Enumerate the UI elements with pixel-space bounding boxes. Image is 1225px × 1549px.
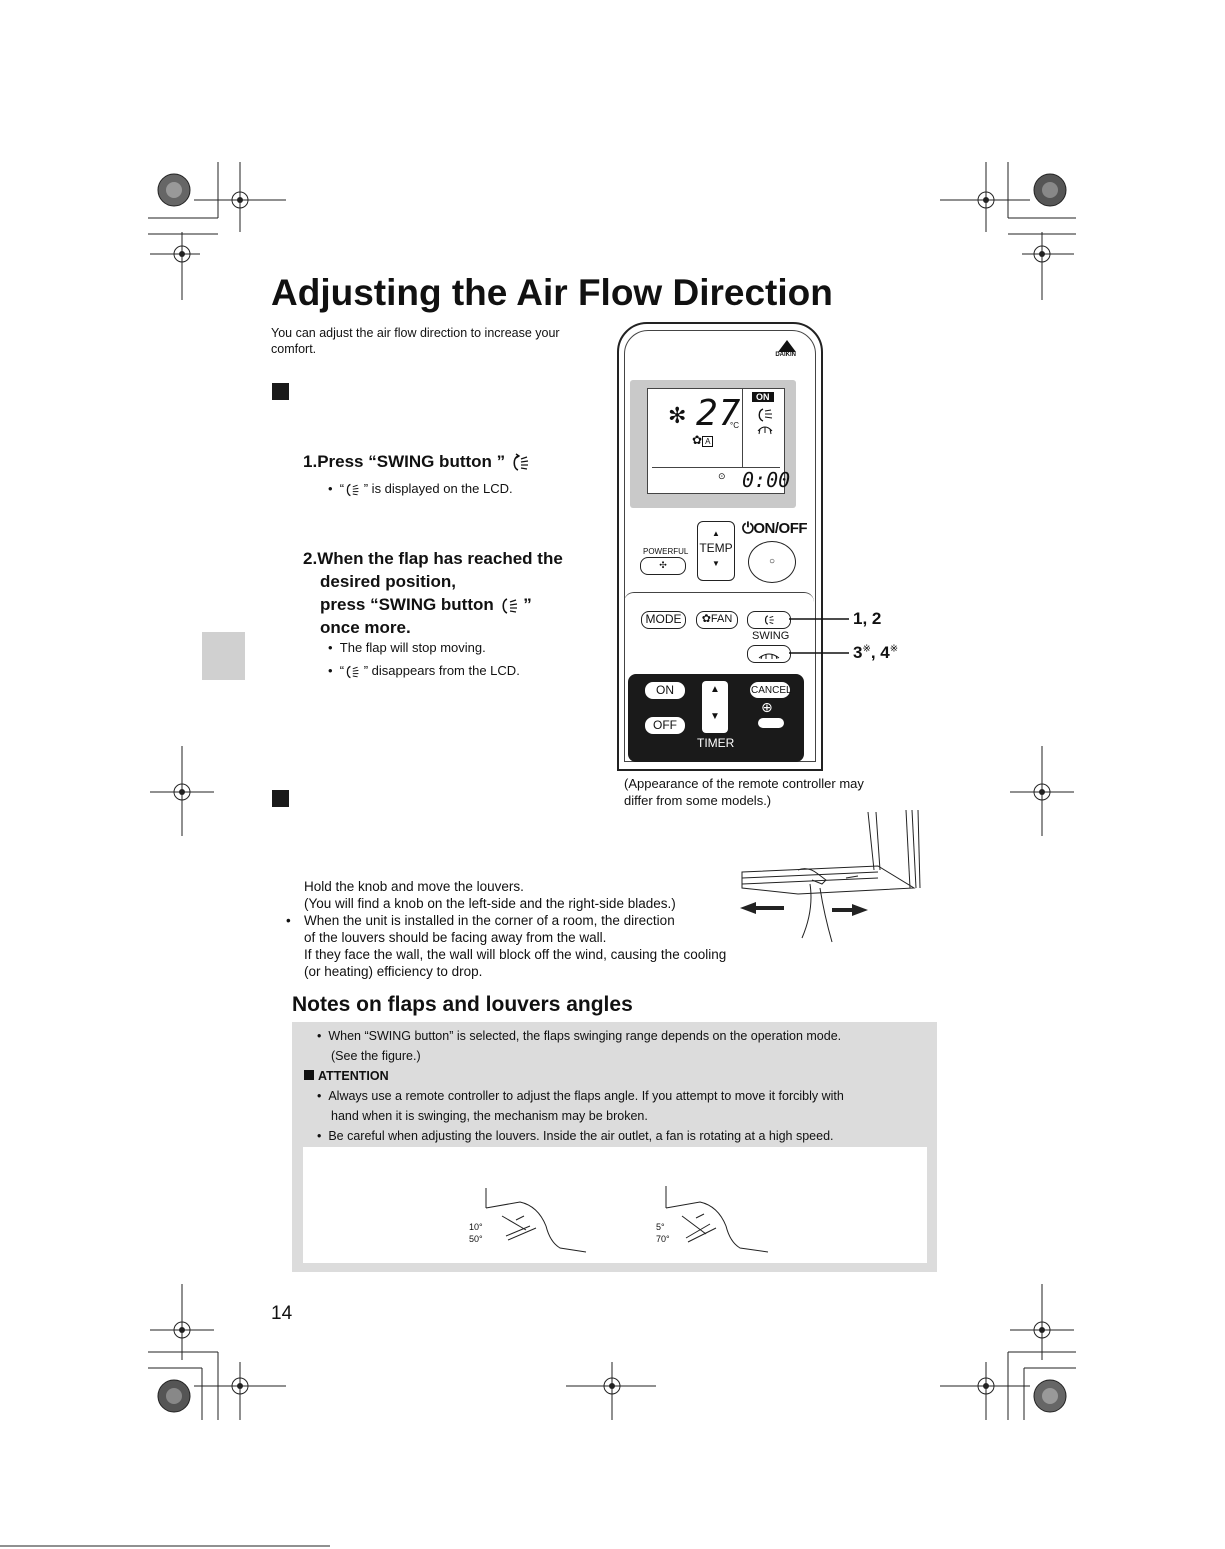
timer-set-button[interactable]: [758, 718, 784, 728]
chapter-tab: [202, 632, 245, 680]
step-1-bullet: • “ ” is displayed on the LCD.: [328, 481, 513, 496]
attention-marker: [304, 1070, 314, 1080]
swing-button[interactable]: [747, 611, 791, 629]
clock-icon: ⊕: [761, 699, 773, 715]
callout-lines: [789, 618, 849, 654]
brand-logo: DAIKIN: [760, 340, 796, 359]
fan-button[interactable]: ✿FAN: [696, 611, 738, 629]
page-number: 14: [271, 1303, 293, 1324]
temp-up-icon[interactable]: ▲: [712, 529, 720, 538]
flap-figure-2-bottom-angle: 70°: [656, 1234, 670, 1244]
callout-steps-3-4: 3※, 4※: [853, 643, 899, 662]
flap-angle-figure-1: [485, 1188, 587, 1253]
timer-on-button[interactable]: ON: [645, 682, 685, 699]
lcd-temperature: 27: [696, 393, 742, 434]
powerful-button[interactable]: ✣: [640, 557, 686, 575]
notes-text: • When “SWING button” is selected, the f…: [304, 1026, 927, 1146]
step-2-bullet-1: • The flap will stop moving.: [328, 640, 486, 655]
step-2-bullet-2: • “ ” disappears from the LCD.: [328, 663, 520, 678]
onoff-button[interactable]: ○: [748, 541, 796, 583]
louvers-instructions: Hold the knob and move the louvers. (You…: [286, 879, 727, 979]
swing-icon: [346, 483, 359, 496]
powerful-label: POWERFUL: [643, 547, 689, 556]
timer-up-icon[interactable]: ▲: [710, 684, 720, 695]
swing-label: SWING: [752, 630, 790, 642]
swing-icon: [501, 597, 517, 614]
mode-button[interactable]: MODE: [641, 611, 686, 629]
onoff-label: ⏻ON/OFF: [742, 520, 808, 537]
louver-swing-icon: [758, 653, 780, 660]
timer-label: TIMER: [697, 736, 735, 750]
timer-adjust-button[interactable]: ▲ ▼: [702, 681, 728, 733]
temp-down-icon[interactable]: ▼: [712, 559, 720, 568]
intro-text: You can adjust the air flow direction to…: [271, 326, 560, 356]
snowflake-icon: ✻: [668, 403, 687, 428]
notes-title: Notes on flaps and louvers angles: [292, 993, 633, 1016]
flap-figure-2-top-angle: 5°: [656, 1222, 665, 1232]
louver-adjust-illustration: [740, 810, 921, 943]
temp-button[interactable]: ▲ TEMP ▼: [697, 521, 735, 581]
step-2-title: 2.When the flap has reached the desired …: [303, 549, 563, 637]
timer-small-icon: ⊙: [718, 471, 726, 481]
swing-icon: [513, 452, 528, 471]
remote-controller: [617, 322, 823, 771]
louver-swing-button[interactable]: [747, 645, 791, 663]
remote-caption: (Appearance of the remote controller may…: [624, 776, 864, 808]
step-1-number: 1.: [303, 452, 318, 471]
flap-figure-1-bottom-angle: 50°: [469, 1234, 483, 1244]
flap-angle-figures: [303, 1147, 927, 1263]
daikin-logo-icon: [778, 340, 796, 352]
page-title: Adjusting the Air Flow Direction: [271, 272, 833, 313]
step-1-title: 1.Press “SWING button ”: [303, 450, 530, 473]
swing-icon: [764, 615, 774, 625]
lcd-time: 0:00: [742, 468, 791, 492]
section-marker-louvers: [272, 790, 289, 807]
lcd-unit: °C: [730, 421, 739, 430]
step-2-number: 2.: [303, 549, 318, 568]
remote-lower-panel: [624, 592, 814, 675]
section-marker-flaps: [272, 383, 289, 400]
flap-figure-1-top-angle: 10°: [469, 1222, 483, 1232]
lcd-on-indicator: ON: [752, 392, 774, 402]
flap-angle-figure-2: [665, 1186, 769, 1253]
timer-off-button[interactable]: OFF: [645, 717, 685, 734]
lcd-swing-icon: [756, 407, 774, 442]
step-1-text: Press “SWING button ”: [317, 452, 506, 471]
cancel-button[interactable]: CANCEL: [750, 682, 792, 698]
lcd-display: ON ✻ 27 °C ✿A ⊙ 0:00: [647, 388, 790, 494]
timer-down-icon[interactable]: ▼: [710, 711, 720, 722]
bullet: •: [286, 913, 291, 928]
fan-auto-icon: ✿A: [692, 433, 714, 447]
callout-steps-1-2: 1, 2: [853, 609, 882, 628]
swing-icon: [346, 665, 359, 678]
